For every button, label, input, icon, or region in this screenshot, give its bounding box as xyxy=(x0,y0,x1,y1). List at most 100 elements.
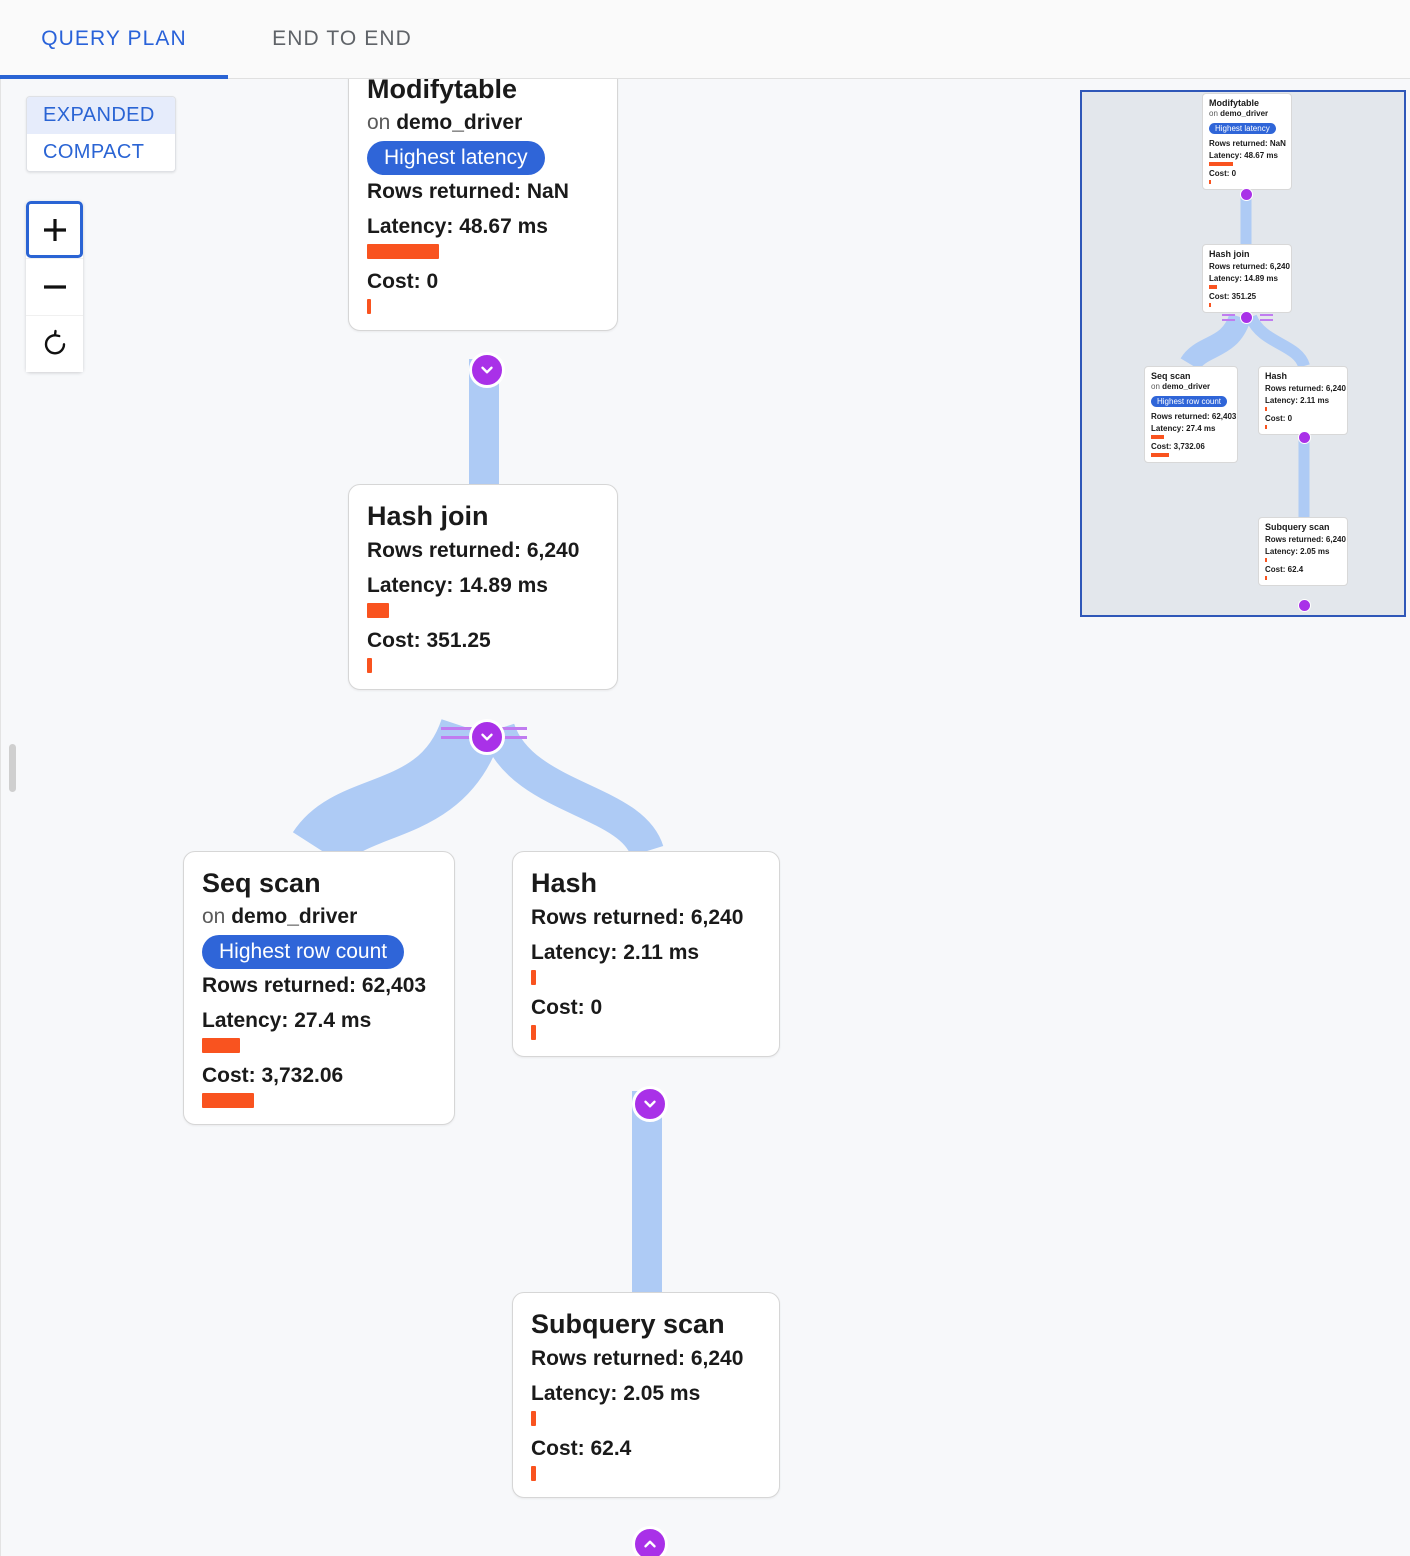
node-latency: Latency: 27.4 ms xyxy=(1151,424,1216,433)
zoom-out-button[interactable] xyxy=(26,258,83,315)
node-relation: on demo_driver xyxy=(1151,382,1231,391)
node-rows-returned: Rows returned: 6,240 xyxy=(1265,384,1346,393)
node-title: Modifytable xyxy=(1209,98,1260,108)
node-relation-name: demo_driver xyxy=(1220,109,1269,118)
plan-node-hash[interactable]: Hash Rows returned: 6,240 Latency: 2.11 … xyxy=(512,851,780,1058)
node-latency-bar xyxy=(1209,285,1217,289)
view-mode-toggle: EXPANDED COMPACT xyxy=(26,96,176,172)
minimap-node-subqueryscan: Subquery scan Rows returned: 6,240 Laten… xyxy=(1258,517,1348,586)
node-latency-bar xyxy=(531,970,536,986)
node-badge: Highest latency xyxy=(1209,123,1276,134)
node-cost-bar xyxy=(531,1025,536,1041)
node-cost: Cost: 0 xyxy=(1265,414,1293,423)
plan-node-modifytable[interactable]: Modifytable on demo_driver Highest laten… xyxy=(348,79,618,332)
node-rows-returned: Rows returned: NaN xyxy=(367,180,569,204)
node-title: Subquery scan xyxy=(531,1309,725,1339)
node-badge: Highest row count xyxy=(1151,396,1228,407)
node-title: Seq scan xyxy=(202,868,321,898)
collapse-toggle-hash[interactable] xyxy=(632,1086,668,1122)
node-rows-returned: Rows returned: 6,240 xyxy=(367,539,580,563)
collapse-toggle-subqueryscan[interactable] xyxy=(632,1526,668,1556)
active-tab-indicator xyxy=(0,75,228,79)
node-cost-bar xyxy=(367,299,371,315)
minus-icon xyxy=(40,272,70,302)
node-rows-returned: Rows returned: 62,403 xyxy=(1151,412,1237,421)
minimap-node-modifytable: Modifytable on demo_driver Highest laten… xyxy=(1202,93,1292,190)
node-cost: Cost: 3,732.06 xyxy=(202,1064,344,1088)
chevron-down-icon xyxy=(478,728,496,746)
node-cost: Cost: 351.25 xyxy=(367,629,491,653)
tab-end-to-end[interactable]: END TO END xyxy=(228,0,456,78)
node-cost-bar xyxy=(1151,453,1169,457)
node-relation: on demo_driver xyxy=(202,905,436,929)
plan-minimap[interactable]: Modifytable on demo_driver Highest laten… xyxy=(1080,90,1406,617)
node-badge: Highest row count xyxy=(202,935,405,970)
node-title: Modifytable xyxy=(367,79,518,104)
node-cost-bar xyxy=(1209,303,1211,307)
node-latency: Latency: 48.67 ms xyxy=(367,215,548,239)
node-cost: Cost: 3,732.06 xyxy=(1151,442,1205,451)
node-latency: Latency: 14.89 ms xyxy=(1209,274,1278,283)
chevron-up-icon xyxy=(641,1535,659,1553)
view-mode-expanded[interactable]: EXPANDED xyxy=(27,97,175,134)
node-latency-bar xyxy=(1265,558,1267,562)
node-latency: Latency: 48.67 ms xyxy=(1209,151,1278,160)
node-cost-bar xyxy=(202,1093,254,1109)
node-latency: Latency: 2.05 ms xyxy=(531,1382,701,1406)
node-rows-returned: Rows returned: 6,240 xyxy=(531,1347,744,1371)
node-title: Subquery scan xyxy=(1265,522,1330,532)
node-relation-name: demo_driver xyxy=(1162,382,1211,391)
reset-icon xyxy=(40,329,70,359)
minimap-toggle-modifytable xyxy=(1240,188,1253,201)
query-plan-canvas[interactable]: EXPANDED COMPACT xyxy=(0,79,1410,1556)
node-cost: Cost: 0 xyxy=(1209,169,1237,178)
minimap-toggle-hash xyxy=(1298,431,1311,444)
node-relation-prefix: on xyxy=(1209,109,1218,118)
zoom-in-button[interactable] xyxy=(26,201,83,258)
node-rows-returned: Rows returned: NaN xyxy=(1209,139,1286,148)
tab-bar: QUERY PLAN END TO END xyxy=(0,0,1410,79)
zoom-reset-button[interactable] xyxy=(26,315,83,372)
panel-resize-handle[interactable] xyxy=(9,744,16,792)
node-latency-bar xyxy=(1265,407,1267,411)
node-latency-bar xyxy=(367,244,439,260)
edge-hashjoin-seqscan xyxy=(292,717,501,868)
node-cost-bar xyxy=(1265,425,1267,429)
node-latency: Latency: 2.05 ms xyxy=(1265,547,1330,556)
collapse-toggle-modifytable[interactable] xyxy=(469,352,505,388)
node-relation: on demo_driver xyxy=(367,111,599,135)
node-relation: on demo_driver xyxy=(1209,109,1285,118)
node-relation-prefix: on xyxy=(367,111,391,135)
node-relation-prefix: on xyxy=(202,905,226,929)
node-rows-returned: Rows returned: 6,240 xyxy=(1265,535,1346,544)
node-cost: Cost: 62.4 xyxy=(1265,565,1304,574)
plan-node-seqscan[interactable]: Seq scan on demo_driver Highest row coun… xyxy=(183,851,455,1126)
node-rows-returned: Rows returned: 6,240 xyxy=(1209,262,1290,271)
tab-query-plan[interactable]: QUERY PLAN xyxy=(0,0,228,78)
node-title: Hash xyxy=(1265,371,1288,381)
node-latency-bar xyxy=(367,603,389,619)
node-latency: Latency: 2.11 ms xyxy=(531,941,700,965)
chevron-down-icon xyxy=(641,1095,659,1113)
node-latency-bar xyxy=(1209,162,1233,166)
node-title: Hash xyxy=(531,868,598,898)
node-cost-bar xyxy=(1265,576,1267,580)
node-cost: Cost: 0 xyxy=(531,996,603,1020)
node-cost: Cost: 0 xyxy=(367,270,439,294)
node-latency-bar xyxy=(202,1038,240,1054)
minimap-node-hash: Hash Rows returned: 6,240 Latency: 2.11 … xyxy=(1258,366,1348,435)
node-rows-returned: Rows returned: 6,240 xyxy=(531,906,744,930)
plan-node-subqueryscan[interactable]: Subquery scan Rows returned: 6,240 Laten… xyxy=(512,1292,780,1499)
node-latency-bar xyxy=(1151,435,1164,439)
node-latency: Latency: 2.11 ms xyxy=(1265,396,1330,405)
view-mode-compact[interactable]: COMPACT xyxy=(27,134,175,171)
zoom-controls xyxy=(26,201,83,372)
plan-node-hashjoin[interactable]: Hash join Rows returned: 6,240 Latency: … xyxy=(348,484,618,691)
node-title: Seq scan xyxy=(1151,371,1191,381)
minimap-toggle-subqueryscan xyxy=(1298,599,1311,612)
plus-icon xyxy=(40,215,70,245)
node-cost-bar xyxy=(367,658,372,674)
collapse-toggle-hashjoin[interactable] xyxy=(469,719,505,755)
node-badge: Highest latency xyxy=(367,141,545,176)
node-relation-name: demo_driver xyxy=(396,111,523,135)
